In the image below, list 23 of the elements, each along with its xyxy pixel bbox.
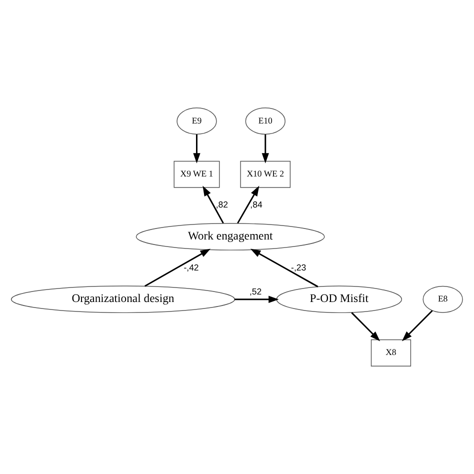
arrow [202, 186, 224, 224]
node-box: X8 [370, 339, 412, 366]
arrow [234, 296, 279, 303]
node-ellipse: P-OD Misfit [276, 286, 402, 314]
edge-label: ,82 [216, 200, 228, 210]
edge-label: ,84 [250, 200, 262, 210]
arrow [144, 248, 211, 287]
node-ellipse: E9 [176, 108, 217, 135]
edge-label: -,23 [291, 262, 306, 272]
node-ellipse: E8 [422, 286, 463, 313]
node-ellipse: Organizational design [10, 286, 236, 314]
node-box: X10 WE 2 [240, 160, 291, 188]
arrow [193, 134, 200, 164]
node-ellipse: E10 [245, 108, 286, 135]
arrow [250, 248, 318, 288]
arrow [237, 186, 260, 224]
arrow [262, 134, 269, 164]
arrow [402, 310, 433, 342]
edge-label: -,42 [184, 262, 199, 272]
edge-label: ,52 [250, 286, 262, 297]
node-ellipse: Work engagement [136, 223, 325, 250]
arrow [351, 312, 380, 342]
node-box: X9 WE 1 [174, 160, 220, 188]
